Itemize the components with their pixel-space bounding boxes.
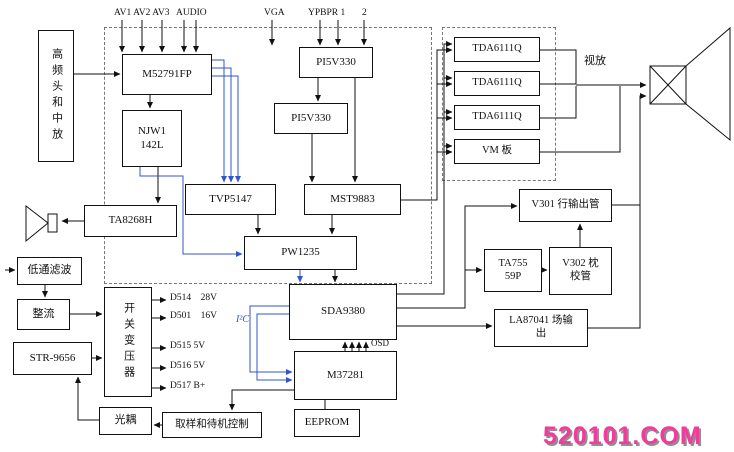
block-tvp5147: TVP5147 [185,184,276,215]
block-pi5v330-top: PI5V330 [299,47,373,78]
label-video-out: 视放 [584,55,606,67]
label-d516-5v: D516 5V [170,361,206,371]
block-rectifier: 整流 [17,299,70,330]
label-ypbpr-input: YPBPR 1 [308,8,346,18]
block-la87041-vertical-output: LA87041 场输出 [494,309,588,347]
block-eeprom: EEPROM [294,409,360,437]
block-tuner-if: 高频头和中放 [38,30,74,162]
label-d515-5v: D515 5V [170,341,206,351]
block-v302-pincushion: V302 枕校管 [549,247,612,295]
block-m52791fp: M52791FP [122,54,212,95]
dashed-group-video-amp [442,27,556,181]
label-d514-28v: D514 28V [170,293,217,303]
label-vga-input: VGA [264,8,285,18]
crt-icon [649,26,731,142]
block-tda6111q-2: TDA6111Q [454,71,540,96]
label-d517-b-plus: D517 B+ [170,381,206,391]
block-str9656: STR-9656 [13,342,92,375]
block-mst9883: MST9883 [304,184,401,215]
label-audio-input: AUDIO [176,8,207,18]
label-d501-16v: D501 16V [170,311,217,321]
block-optocoupler: 光耦 [99,407,152,435]
block-vm-board: VM 板 [454,139,540,164]
label-ypbpr2-input: 2 [362,8,367,18]
block-switching-transformer: 开关变压器 [104,287,152,397]
block-pi5v330-bottom: PI5V330 [274,103,348,134]
block-pw1235: PW1235 [244,236,357,270]
block-v301-horizontal-output: V301 行输出管 [519,189,612,222]
block-ta8268h: TA8268H [84,205,177,237]
label-av-inputs: AV1 AV2 AV3 [114,8,170,18]
block-tda6111q-1: TDA6111Q [454,37,540,62]
block-m37281: M37281 [294,351,397,400]
block-sampling-standby: 取样和待机控制 [162,412,262,438]
watermark: 520101.COM [543,422,702,450]
block-sda9380: SDA9380 [289,284,397,340]
label-osd: OSD [371,338,390,348]
block-lowpass-filter: 低通滤波 [17,257,82,285]
dashed-group-signal-processing [104,27,432,284]
label-i2c-bus: I²C [236,314,249,325]
block-tda6111q-3: TDA6111Q [454,105,540,130]
speaker-icon [25,204,58,243]
